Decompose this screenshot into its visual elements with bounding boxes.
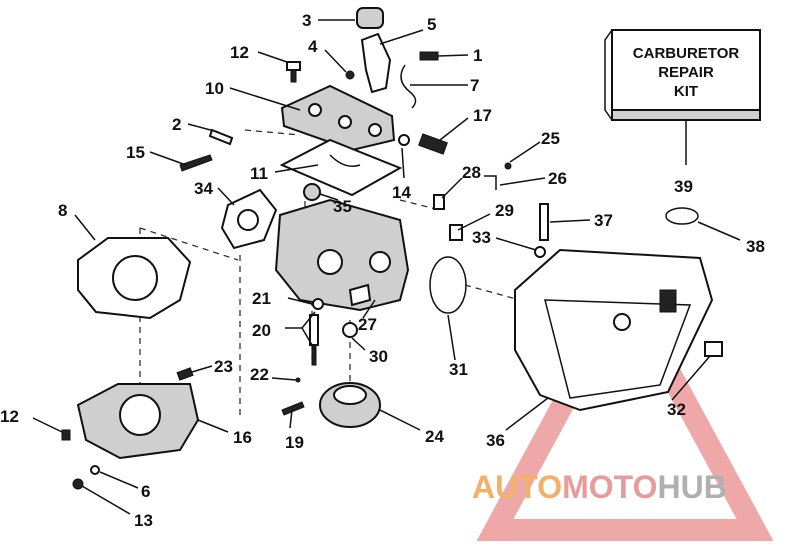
callout-numbers: 3 5 1 4 12 7 10 17 2 15 11 14 25 26 28 2… <box>0 11 765 530</box>
callout-35: 35 <box>333 197 352 216</box>
callout-7: 7 <box>470 76 479 95</box>
callout-23: 23 <box>214 357 233 376</box>
callout-21: 21 <box>252 289 271 308</box>
callout-31: 31 <box>449 360 468 379</box>
watermark-moto: MOTO <box>562 469 657 505</box>
callout-16: 16 <box>233 428 252 447</box>
callout-27: 27 <box>358 315 377 334</box>
watermark-hub: HUB <box>657 469 726 505</box>
callout-26: 26 <box>548 169 567 188</box>
callout-37: 37 <box>594 211 613 230</box>
callout-15: 15 <box>126 143 145 162</box>
callout-17: 17 <box>473 106 492 125</box>
callout-20: 20 <box>252 321 271 340</box>
callout-13: 13 <box>134 511 153 530</box>
callout-2: 2 <box>172 115 181 134</box>
callout-19: 19 <box>285 433 304 452</box>
part-shapes <box>61 7 723 490</box>
callout-6: 6 <box>141 482 150 501</box>
callout-3: 3 <box>302 11 311 30</box>
callout-24: 24 <box>425 427 444 446</box>
callout-38: 38 <box>746 237 765 256</box>
callout-34: 34 <box>194 179 213 198</box>
callout-25: 25 <box>541 129 560 148</box>
watermark-auto: AUTO <box>472 469 562 505</box>
kit-label-line3: KIT <box>674 83 698 100</box>
callout-29: 29 <box>495 201 514 220</box>
kit-label-line2: REPAIR <box>658 64 714 81</box>
callout-36: 36 <box>486 431 505 450</box>
callout-8: 8 <box>58 201 67 220</box>
callout-1: 1 <box>473 46 482 65</box>
callout-14: 14 <box>392 183 411 202</box>
watermark-text: AUTOMOTOHUB <box>472 469 727 505</box>
kit-label-line1: CARBURETOR <box>633 45 740 62</box>
callout-12-bottom: 12 <box>0 407 19 426</box>
callout-30: 30 <box>369 347 388 366</box>
callout-28: 28 <box>462 163 481 182</box>
svg-text:AUTOMOTOHUB: AUTOMOTOHUB <box>472 469 727 505</box>
callout-11: 11 <box>250 164 268 183</box>
callout-32: 32 <box>667 400 686 419</box>
callout-39: 39 <box>674 177 693 196</box>
callout-10: 10 <box>205 79 224 98</box>
callout-12-top: 12 <box>230 43 249 62</box>
repair-kit-box: CARBURETOR REPAIR KIT <box>604 29 761 121</box>
callout-22: 22 <box>250 365 269 384</box>
callout-33: 33 <box>472 228 491 247</box>
callout-4: 4 <box>308 37 318 56</box>
leader-lines <box>32 19 741 515</box>
callout-5: 5 <box>427 15 436 34</box>
watermark-triangle <box>476 266 774 541</box>
